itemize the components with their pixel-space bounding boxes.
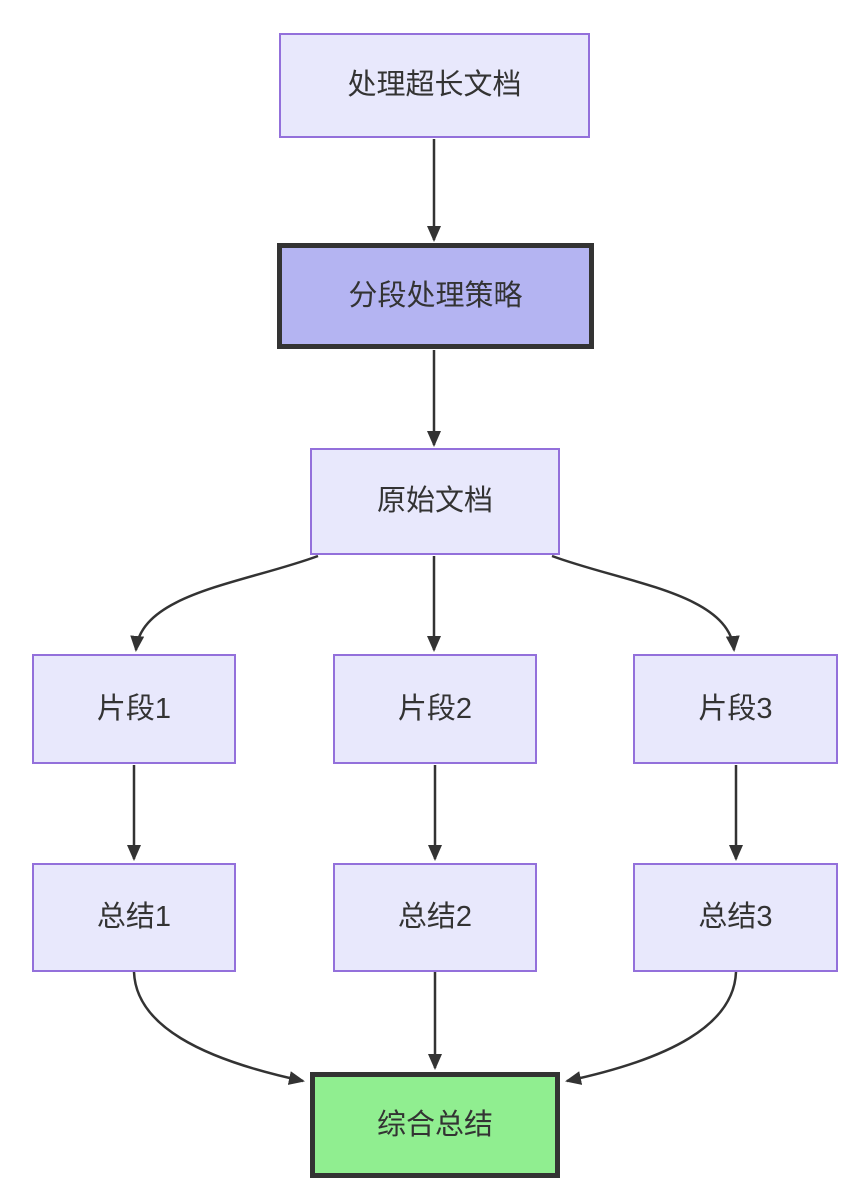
edge-original-doc-to-fragment-3: [551, 554, 740, 652]
node-fragment-1-label: 片段1: [96, 692, 172, 725]
edge-summary-3-to-final-summary: [565, 971, 738, 1085]
node-final-summary: 综合总结: [310, 1072, 560, 1178]
node-fragment-2: 片段2: [333, 654, 537, 764]
node-segmentation-strategy-label: 分段处理策略: [348, 279, 523, 312]
node-summary-3: 总结3: [633, 863, 838, 972]
node-fragment-1: 片段1: [32, 654, 236, 764]
node-fragment-2-label: 片段2: [397, 692, 473, 725]
node-summary-2-label: 总结2: [397, 901, 473, 934]
edge-summary-1-to-final-summary: [132, 971, 305, 1085]
node-segmentation-strategy: 分段处理策略: [277, 243, 594, 349]
node-process-long-doc-label: 处理超长文档: [347, 69, 522, 102]
node-original-doc-label: 原始文档: [376, 485, 493, 518]
node-fragment-3-label: 片段3: [698, 692, 773, 725]
node-final-summary-label: 综合总结: [376, 1108, 493, 1141]
node-summary-2: 总结2: [333, 863, 537, 972]
node-process-long-doc: 处理超长文档: [279, 33, 590, 138]
node-summary-3-label: 总结3: [698, 901, 773, 934]
node-summary-1-label: 总结1: [96, 901, 172, 934]
node-original-doc: 原始文档: [310, 448, 560, 555]
node-summary-1: 总结1: [32, 863, 236, 972]
node-fragment-3: 片段3: [633, 654, 838, 764]
edge-original-doc-to-fragment-1: [130, 554, 319, 652]
